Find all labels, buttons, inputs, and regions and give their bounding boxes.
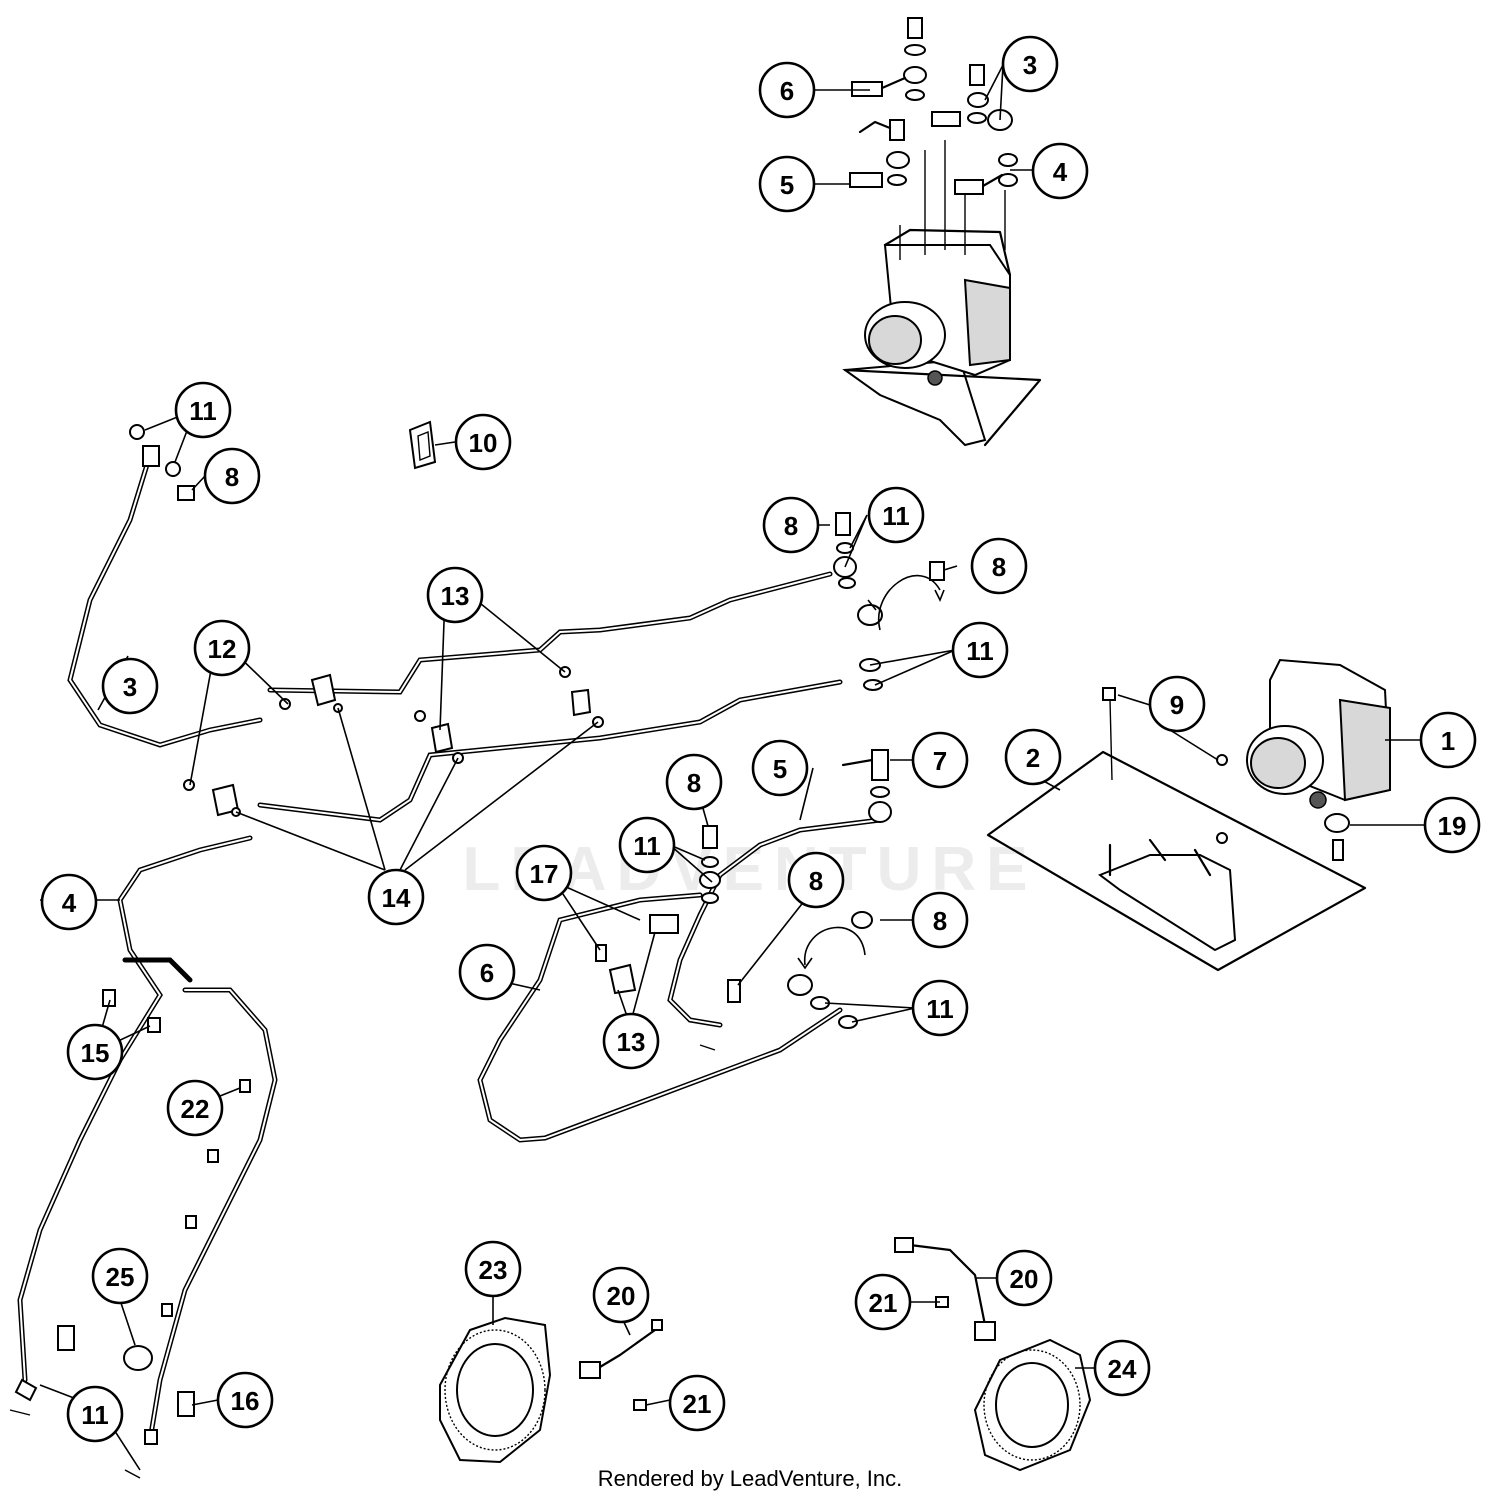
- callout-4-top: 4: [1031, 142, 1089, 200]
- callout-10: 10: [454, 413, 512, 471]
- svg-text:5: 5: [773, 754, 787, 784]
- svg-text:8: 8: [809, 866, 823, 896]
- callout-8-b: 8: [762, 496, 820, 554]
- callout-13-center: 13: [602, 1012, 660, 1070]
- svg-text:14: 14: [382, 883, 411, 913]
- callout-22: 22: [166, 1079, 224, 1137]
- svg-text:13: 13: [617, 1027, 646, 1057]
- callout-11-b: 11: [867, 486, 925, 544]
- clamps: [183, 666, 637, 995]
- svg-text:13: 13: [441, 581, 470, 611]
- brake-line-upper: [257, 512, 945, 823]
- svg-text:11: 11: [633, 831, 661, 861]
- footer-credit: Rendered by LeadVenture, Inc.: [597, 1466, 903, 1491]
- callout-11-f: 11: [66, 1385, 124, 1443]
- callout-19: 19: [1423, 796, 1481, 854]
- callout-20-rear: 20: [995, 1249, 1053, 1307]
- callout-23: 23: [464, 1240, 522, 1298]
- svg-text:11: 11: [926, 994, 954, 1024]
- callout-11-d: 11: [618, 816, 676, 874]
- callout-8-e: 8: [787, 851, 845, 909]
- callout-8-f: 8: [911, 891, 969, 949]
- tone-wheel-front: [439, 1316, 552, 1464]
- svg-text:21: 21: [869, 1288, 898, 1318]
- callout-3-top: 3: [1001, 35, 1059, 93]
- callout-17: 17: [515, 844, 573, 902]
- svg-text:23: 23: [479, 1255, 508, 1285]
- svg-text:5: 5: [780, 170, 794, 200]
- svg-text:11: 11: [81, 1400, 109, 1430]
- svg-text:24: 24: [1108, 1354, 1137, 1384]
- svg-text:25: 25: [106, 1262, 135, 1292]
- svg-text:20: 20: [1010, 1264, 1039, 1294]
- abs-bracket: [986, 687, 1367, 972]
- svg-text:17: 17: [530, 859, 559, 889]
- callout-11-c: 11: [951, 621, 1009, 679]
- callout-14: 14: [367, 868, 425, 926]
- callout-9: 9: [1148, 675, 1206, 733]
- callout-5-center: 5: [751, 739, 809, 797]
- callout-11-a: 11: [174, 381, 232, 439]
- callout-8-d: 8: [665, 753, 723, 811]
- svg-text:4: 4: [62, 888, 77, 918]
- abs-module: [1246, 658, 1392, 809]
- abs-unit-top-assembly: [842, 17, 1042, 447]
- callout-8-c: 8: [970, 537, 1028, 595]
- callout-7: 7: [911, 731, 969, 789]
- callout-20-front: 20: [592, 1266, 650, 1324]
- svg-text:1: 1: [1441, 726, 1455, 756]
- brake-hose-5-6: [477, 749, 892, 1143]
- callout-8-a: 8: [203, 447, 261, 505]
- callout-3-left: 3: [101, 657, 159, 715]
- part-10-clip: [408, 420, 437, 470]
- brake-hose-4: [9, 835, 278, 1479]
- svg-text:11: 11: [966, 636, 994, 666]
- svg-text:12: 12: [208, 634, 237, 664]
- callout-4-left: 4: [40, 873, 98, 931]
- svg-text:8: 8: [225, 462, 239, 492]
- callout-24: 24: [1093, 1339, 1151, 1397]
- callout-16: 16: [216, 1371, 274, 1429]
- callout-12: 12: [193, 619, 251, 677]
- svg-text:8: 8: [784, 511, 798, 541]
- svg-text:16: 16: [231, 1386, 260, 1416]
- svg-text:19: 19: [1438, 811, 1467, 841]
- svg-text:8: 8: [687, 768, 701, 798]
- callout-21-rear: 21: [854, 1273, 912, 1331]
- svg-text:7: 7: [933, 746, 947, 776]
- callout-5-top: 5: [758, 155, 816, 213]
- leader-lines: [39, 64, 1425, 1471]
- callout-1: 1: [1419, 711, 1477, 769]
- svg-text:10: 10: [469, 428, 498, 458]
- svg-text:3: 3: [1023, 50, 1037, 80]
- callout-15: 15: [66, 1023, 124, 1081]
- svg-text:21: 21: [683, 1389, 712, 1419]
- svg-text:4: 4: [1053, 157, 1068, 187]
- callout-2: 2: [1004, 728, 1062, 786]
- svg-text:3: 3: [123, 672, 137, 702]
- callout-6-top: 6: [758, 61, 816, 119]
- svg-text:6: 6: [780, 76, 794, 106]
- svg-text:6: 6: [480, 958, 494, 988]
- svg-text:9: 9: [1170, 690, 1184, 720]
- tone-wheel-rear: [973, 1338, 1092, 1472]
- brake-hose-3: [67, 424, 263, 748]
- svg-text:11: 11: [882, 501, 910, 531]
- callout-13-top: 13: [426, 566, 484, 624]
- svg-text:2: 2: [1026, 743, 1040, 773]
- svg-text:8: 8: [992, 552, 1006, 582]
- svg-text:8: 8: [933, 906, 947, 936]
- wheel-speed-sensors: [579, 1237, 996, 1411]
- svg-text:22: 22: [181, 1094, 210, 1124]
- callout-11-e: 11: [911, 979, 969, 1037]
- callout-25: 25: [91, 1247, 149, 1305]
- callout-21-front: 21: [668, 1374, 726, 1432]
- callout-6-center: 6: [458, 943, 516, 1001]
- svg-text:11: 11: [189, 396, 217, 426]
- svg-text:20: 20: [607, 1281, 636, 1311]
- svg-text:15: 15: [81, 1038, 110, 1068]
